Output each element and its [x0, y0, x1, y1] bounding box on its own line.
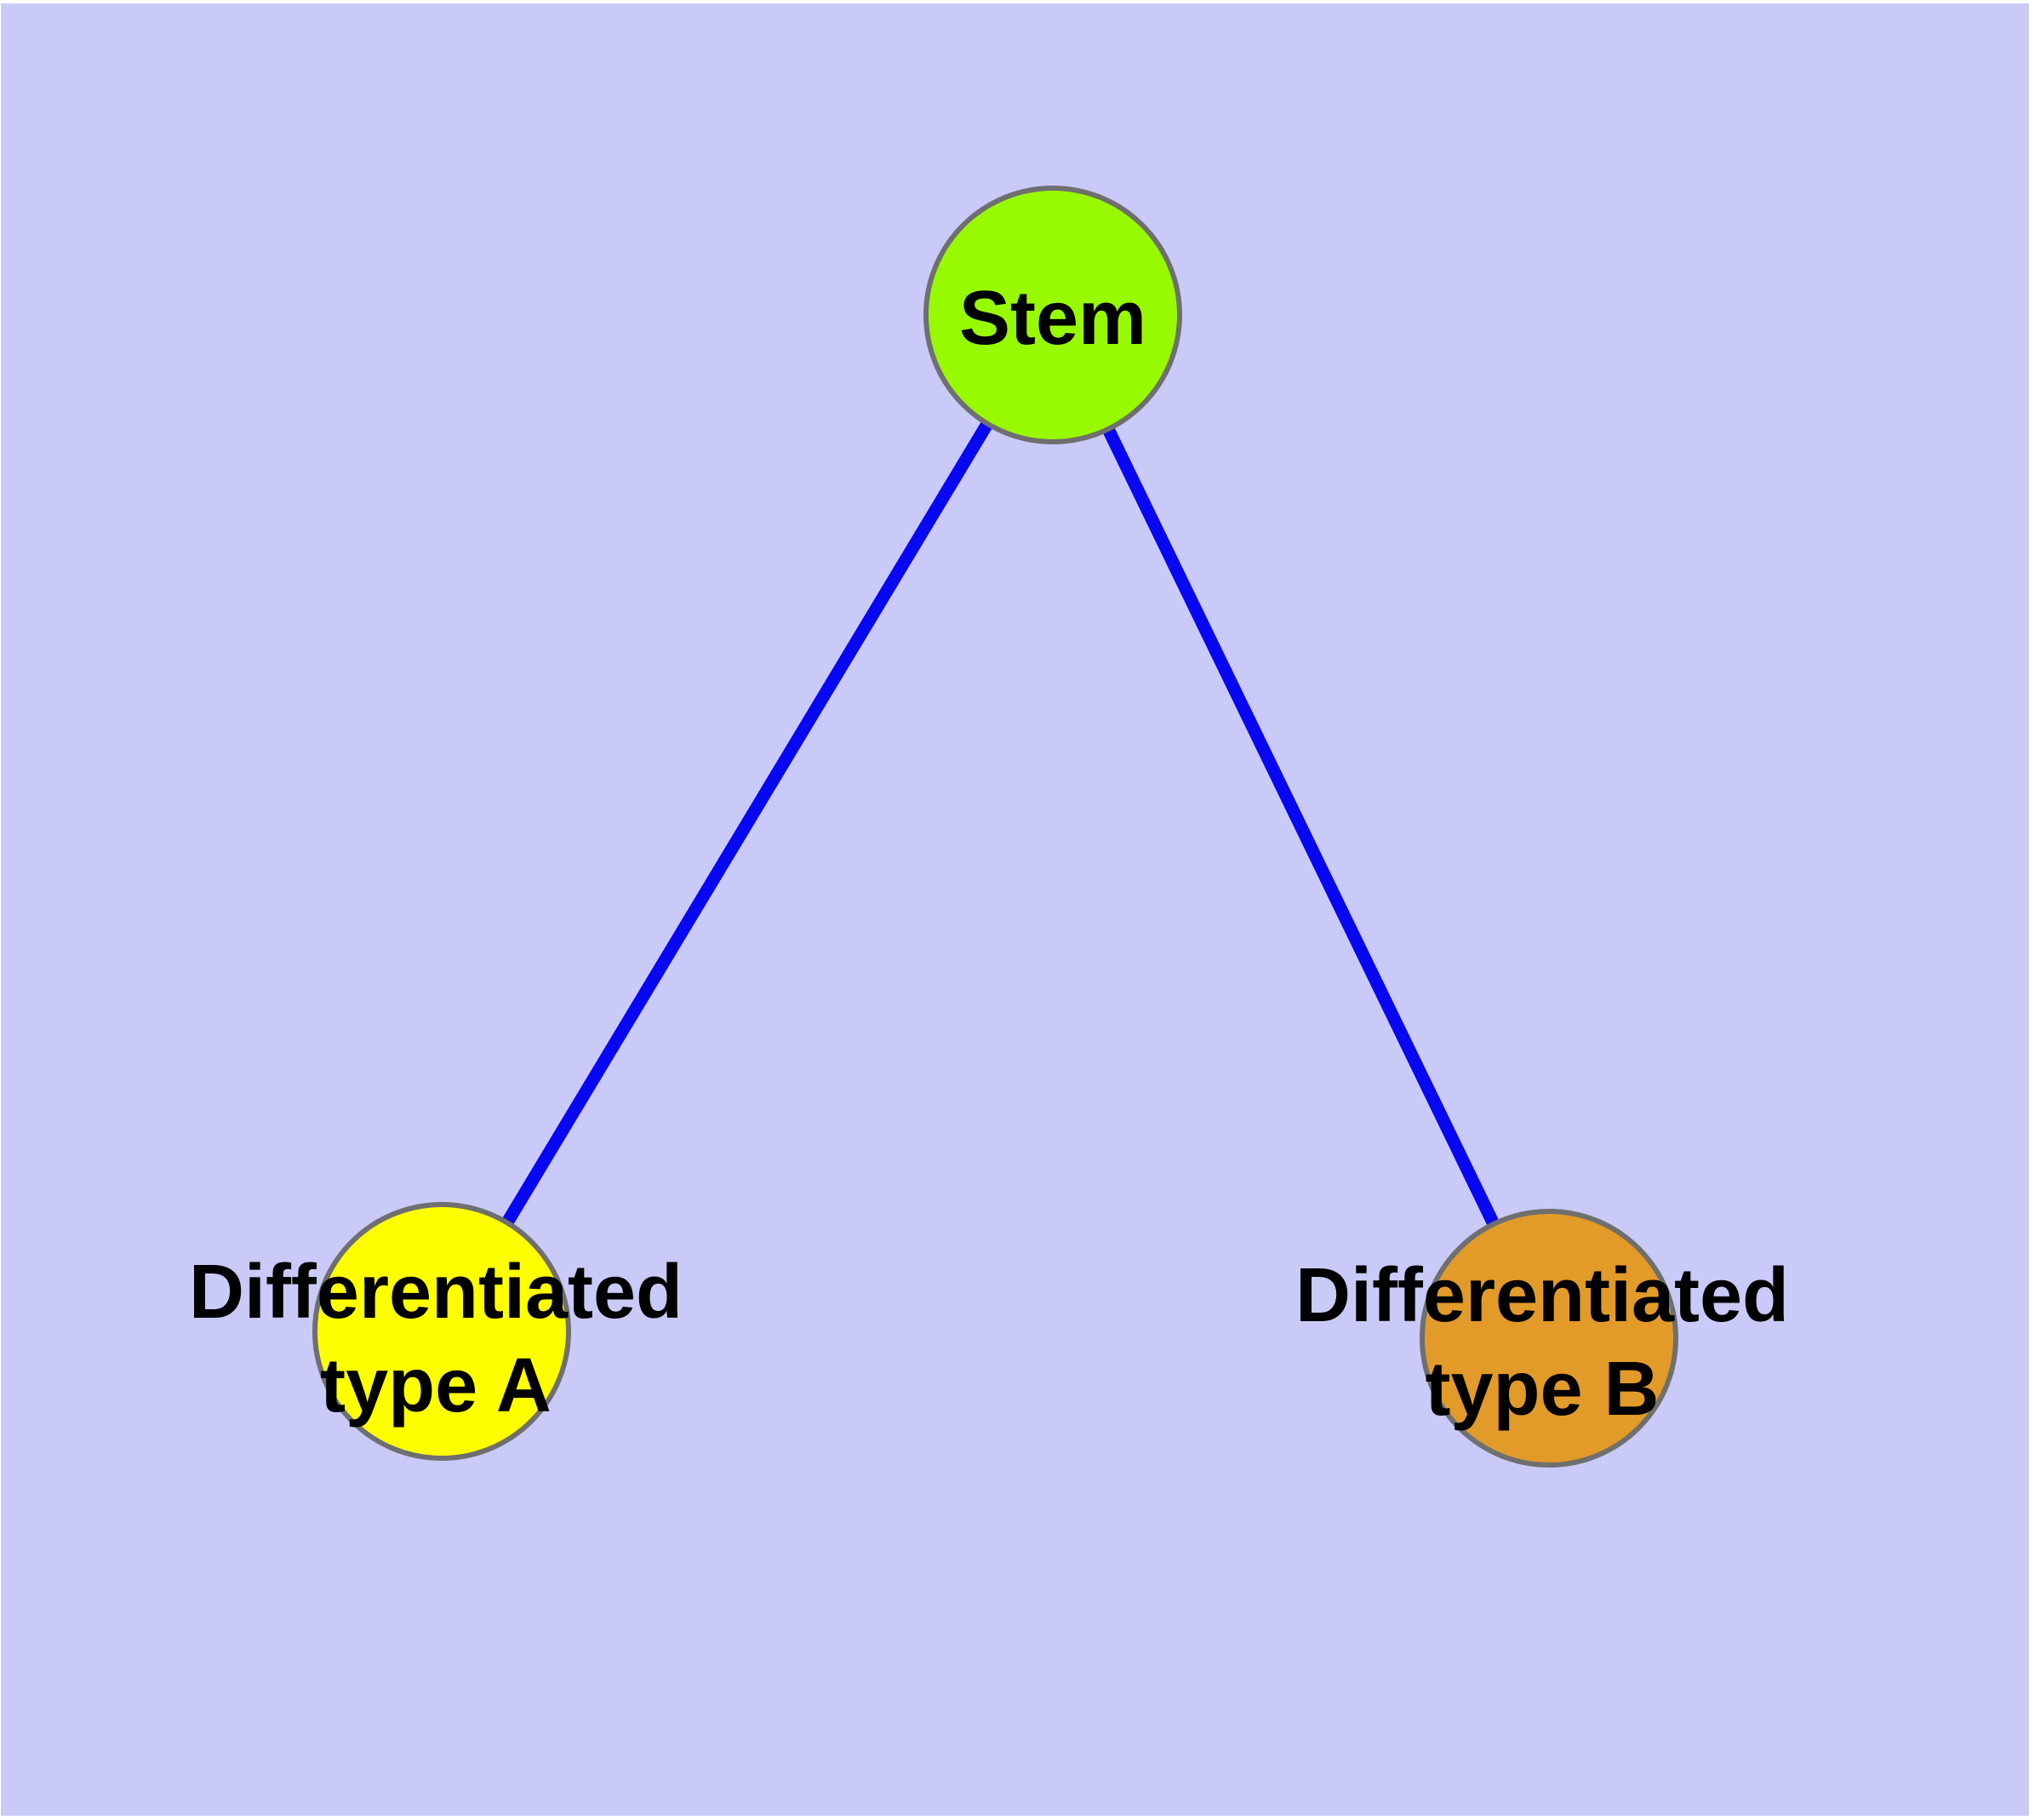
node-type-b-label-line2: type B — [1425, 1347, 1659, 1432]
node-differentiated-type-a: Differentiated type A — [189, 1202, 683, 1461]
node-stem: Stem — [923, 186, 1182, 444]
node-stem-circle — [923, 186, 1182, 444]
node-stem-label: Stem — [959, 276, 1146, 361]
node-type-b-circle — [1420, 1209, 1678, 1468]
node-type-a-label-line2: type A — [320, 1343, 552, 1428]
node-differentiated-type-b: Differentiated type B — [1295, 1209, 1789, 1468]
edge-stem-to-type-b — [1047, 312, 1555, 1342]
node-type-a-circle — [312, 1202, 571, 1461]
edge-stem-to-type-a — [436, 312, 1059, 1335]
node-type-a-label-line1: Differentiated — [189, 1250, 683, 1335]
node-type-b-label-line1: Differentiated — [1295, 1253, 1789, 1338]
